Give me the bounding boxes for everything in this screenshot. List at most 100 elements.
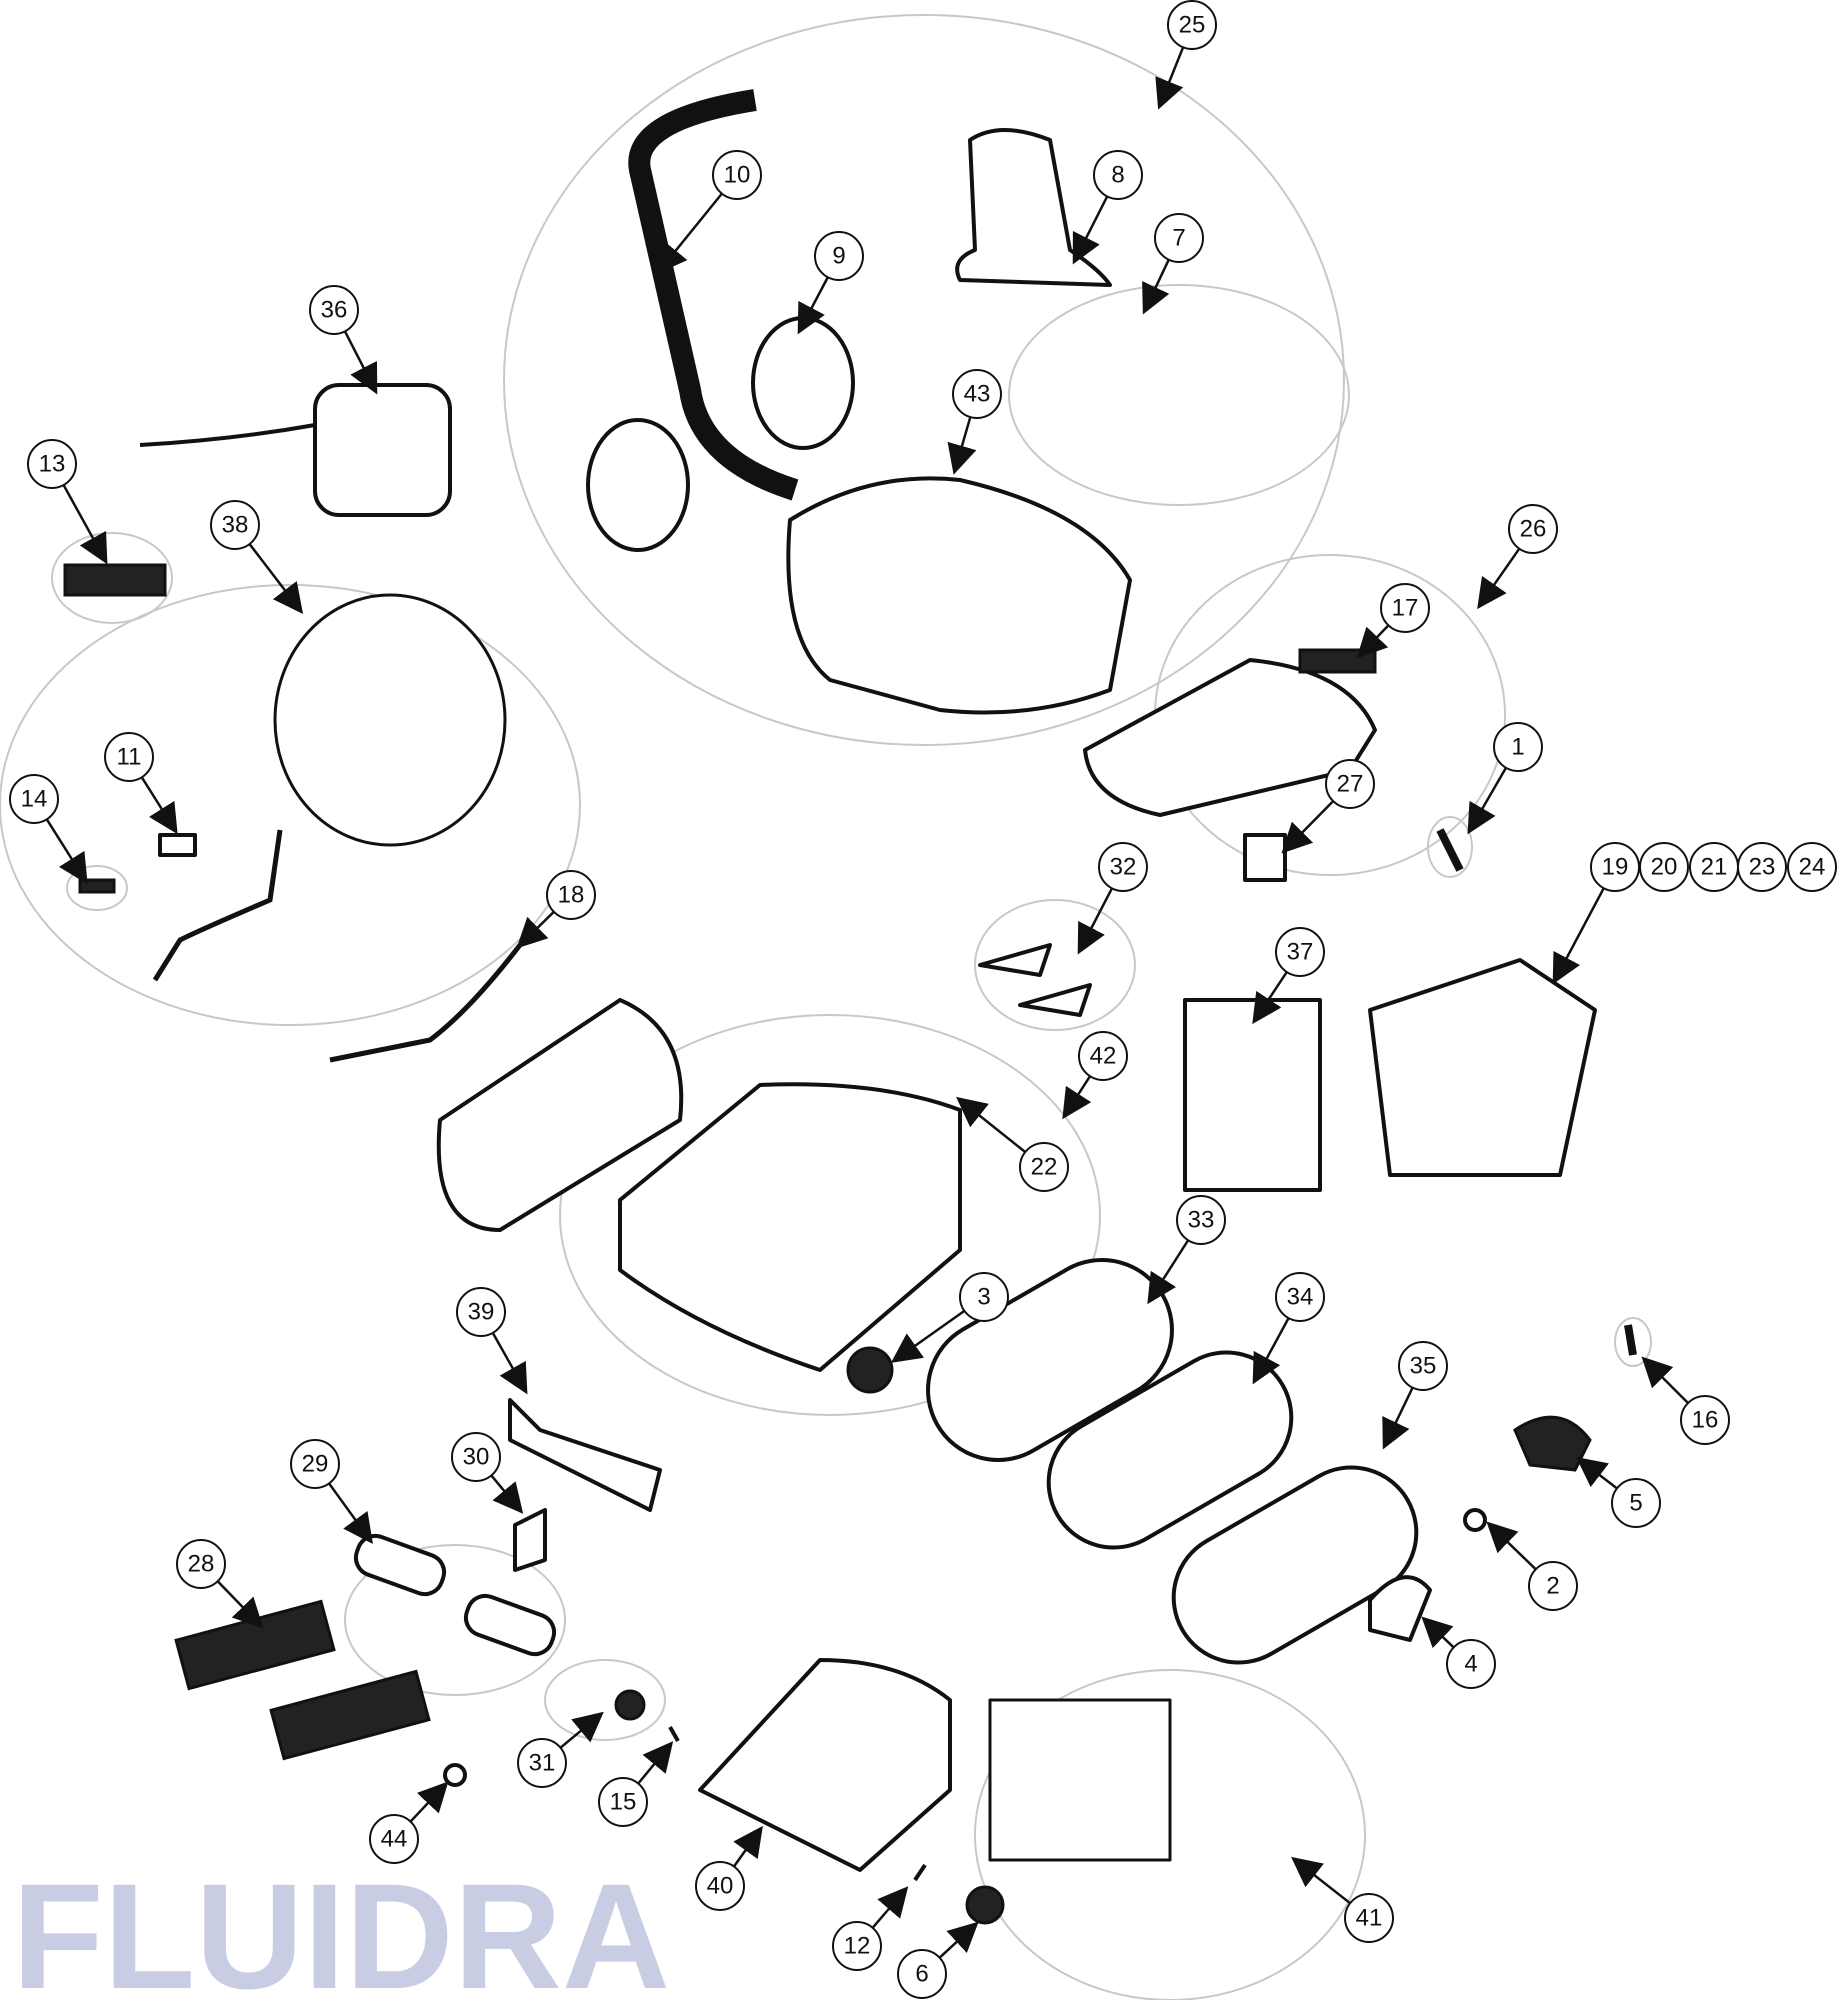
leader-line-27 xyxy=(1281,800,1335,854)
wheel-cover-4 xyxy=(1368,1575,1432,1642)
callout-39: 39 xyxy=(456,1287,506,1337)
leader-line-17 xyxy=(1356,624,1390,659)
callout-number: 36 xyxy=(321,297,348,324)
callout-circle xyxy=(27,439,77,489)
callout-circle xyxy=(1078,1031,1128,1081)
callout-4: 4 xyxy=(1446,1639,1496,1689)
callout-11: 11 xyxy=(104,732,154,782)
leader-line-30 xyxy=(490,1474,524,1514)
callout-23: 23 xyxy=(1737,842,1787,892)
power-supply xyxy=(313,383,452,517)
callout-21: 21 xyxy=(1689,842,1739,892)
leader-line-3 xyxy=(890,1309,966,1363)
leader-line-33 xyxy=(1147,1239,1190,1305)
callout-24: 24 xyxy=(1787,842,1837,892)
gear-6 xyxy=(965,1885,1005,1925)
callout-35: 35 xyxy=(1398,1341,1448,1391)
callout-number: 6 xyxy=(915,1961,928,1988)
leader-line-1 xyxy=(1467,767,1508,835)
callout-number: 42 xyxy=(1090,1043,1117,1070)
callout-20: 20 xyxy=(1639,842,1689,892)
callout-7: 7 xyxy=(1154,213,1204,263)
leader-line-28 xyxy=(216,1580,264,1629)
callout-16: 16 xyxy=(1680,1395,1730,1445)
callout-circle xyxy=(1344,1893,1394,1943)
callout-circle xyxy=(104,732,154,782)
callout-number: 24 xyxy=(1799,854,1826,881)
sensor-cable-18 xyxy=(329,943,522,1063)
callout-number: 40 xyxy=(707,1873,734,1900)
spring-1 xyxy=(1436,828,1464,872)
leader-line-12 xyxy=(871,1886,909,1929)
clip-30 xyxy=(513,1508,547,1572)
swivel-cable-coil xyxy=(273,593,507,847)
callout-10: 10 xyxy=(712,150,762,200)
callout-circle xyxy=(369,1814,419,1864)
callout-circle xyxy=(176,1539,226,1589)
callout-circle xyxy=(1167,0,1217,50)
callout-number: 35 xyxy=(1410,1353,1437,1380)
brushes-28b xyxy=(269,1669,431,1761)
track-35 xyxy=(1171,1465,1419,1665)
caddy-support xyxy=(955,128,1112,287)
callout-circle xyxy=(517,1738,567,1788)
group-32-outline xyxy=(974,899,1136,1031)
callout-19: 19 xyxy=(1590,842,1640,892)
leader-line-14 xyxy=(45,818,88,885)
callout-30: 30 xyxy=(451,1432,501,1482)
screws-14 xyxy=(78,878,116,894)
callout-number: 37 xyxy=(1287,939,1314,966)
caddy-wheel-left xyxy=(586,418,690,552)
callout-circle xyxy=(1176,1195,1226,1245)
leader-line-19 xyxy=(1552,887,1605,985)
callout-number: 14 xyxy=(21,786,48,813)
callout-number: 16 xyxy=(1692,1407,1719,1434)
callout-37: 37 xyxy=(1275,927,1325,977)
callout-circle xyxy=(309,285,359,335)
clip-2 xyxy=(1463,1508,1487,1532)
motor-block xyxy=(786,476,1132,715)
end-cap-5 xyxy=(1513,1415,1592,1472)
callout-circle xyxy=(952,369,1002,419)
callout-circle xyxy=(1639,842,1689,892)
callout-number: 4 xyxy=(1464,1651,1477,1678)
callout-circle xyxy=(1154,213,1204,263)
leader-line-37 xyxy=(1252,971,1288,1025)
callout-number: 21 xyxy=(1701,854,1728,881)
callout-number: 38 xyxy=(222,512,249,539)
callout-29: 29 xyxy=(290,1439,340,1489)
callout-circle xyxy=(1275,1272,1325,1322)
cable-connector-11 xyxy=(158,833,197,857)
leader-line-36 xyxy=(343,330,378,395)
callout-number: 17 xyxy=(1392,595,1419,622)
callout-circle xyxy=(451,1432,501,1482)
callout-circle xyxy=(832,1921,882,1971)
callout-circle xyxy=(1737,842,1787,892)
callout-circle xyxy=(1787,842,1837,892)
group-41-outline xyxy=(974,1669,1366,2000)
callout-circle xyxy=(814,231,864,281)
group-25-outline xyxy=(503,14,1345,746)
handle-39 xyxy=(508,1398,662,1512)
leader-line-26 xyxy=(1477,547,1521,610)
callout-circle xyxy=(546,870,596,920)
callout-number: 2 xyxy=(1546,1573,1559,1600)
callout-14: 14 xyxy=(9,774,59,824)
group-42-outline xyxy=(559,1014,1101,1416)
callout-number: 15 xyxy=(610,1789,637,1816)
callout-number: 33 xyxy=(1188,1207,1215,1234)
callout-circle xyxy=(1528,1561,1578,1611)
leader-line-6 xyxy=(938,1921,979,1959)
callout-number: 44 xyxy=(381,1826,408,1853)
leader-line-38 xyxy=(248,543,304,614)
callout-circle xyxy=(9,774,59,824)
callout-number: 43 xyxy=(964,381,991,408)
pin-15 xyxy=(668,1726,680,1742)
leader-line-11 xyxy=(140,776,178,835)
leader-line-22 xyxy=(956,1096,1027,1154)
callout-number: 23 xyxy=(1749,854,1776,881)
callout-8: 8 xyxy=(1093,150,1143,200)
callout-circle xyxy=(456,1287,506,1337)
callout-circle xyxy=(1275,927,1325,977)
group-16-outline xyxy=(1614,1317,1652,1367)
